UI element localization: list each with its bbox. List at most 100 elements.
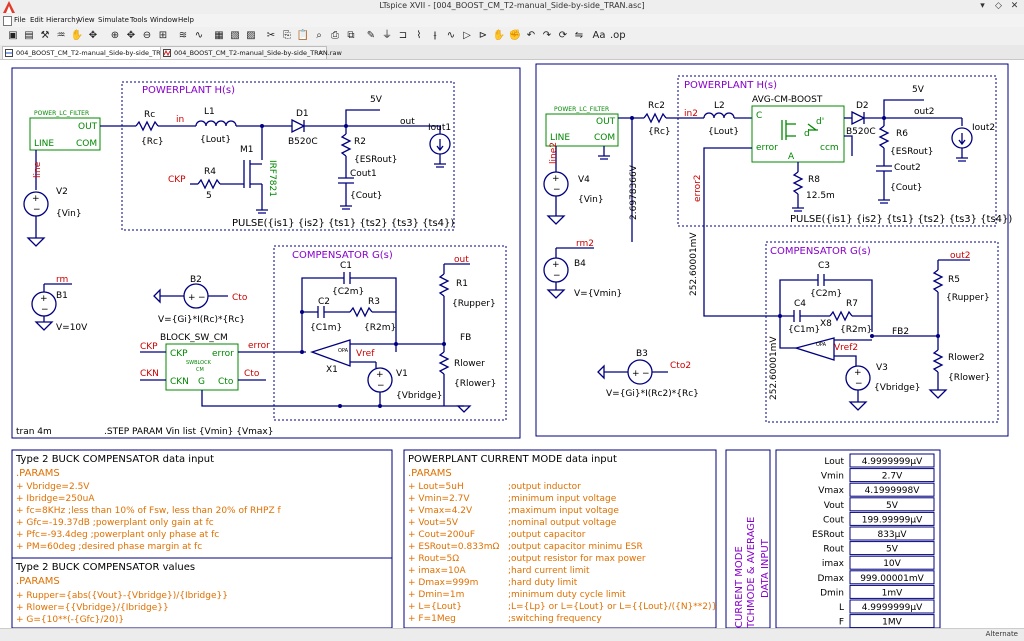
print-preview-icon[interactable]: ⧉ [347,30,355,41]
waveform-icon[interactable]: ∿ [194,30,204,41]
maximize-button[interactable]: ◇ [995,1,1002,11]
left-vref-label: Vref [356,349,375,359]
inductor-icon[interactable]: ∿ [446,30,456,41]
left-block-error: error [212,349,234,359]
spice-directive-icon[interactable]: .op [610,30,626,41]
tile-icon[interactable]: ▦ [214,30,224,41]
save-icon[interactable]: ▤ [24,30,34,41]
left-rlower-resistor[interactable] [438,351,450,375]
right-vref2-label: Vref2 [834,343,858,353]
right-cout2-capacitor[interactable] [876,165,892,172]
right-rlower2-value: {Rlower} [948,373,990,383]
label-net-icon[interactable]: ⊐ [398,30,408,41]
zoom-fit-icon[interactable]: ⊞ [158,30,168,41]
right-r8-label: R8 [808,175,820,185]
right-r7-resistor[interactable] [829,310,853,322]
right-r5-value: {Rupper} [946,293,990,303]
right-opa-label: OPA [816,342,827,348]
schematic-canvas[interactable]: .w{stroke:#000080;stroke-width:1.3;fill:… [0,60,1024,629]
component-icon[interactable]: ⊳ [478,30,488,41]
control-panel-icon[interactable]: ⚒ [40,30,50,41]
mirror-icon[interactable]: ⇋ [574,30,584,41]
tab-schematic[interactable]: 004_BOOST_CM_T2-manual_Side-by-side_TRAN… [2,46,183,59]
menu-window[interactable]: Window [150,16,178,24]
open-icon[interactable]: ▣ [8,30,18,41]
right-opamp-x8[interactable] [793,337,835,361]
right-filter-block[interactable] [545,113,619,147]
document-icon[interactable] [3,16,12,26]
ground-icon[interactable]: ⏚ [382,30,392,41]
left-mosfet-m1[interactable] [243,160,263,210]
panel-comp-input-params: .PARAMS [16,468,60,479]
menu-hierarchy[interactable]: Hierarchy [46,16,80,24]
left-c1-capacitor[interactable] [343,272,351,284]
run-icon[interactable]: ♒ [56,30,66,41]
rotate-icon[interactable]: ⟳ [558,30,568,41]
left-r4-resistor[interactable] [197,178,221,190]
print-icon[interactable]: ⎙ [331,30,339,41]
right-r6-resistor[interactable] [878,125,890,149]
value-table-value: 4.1999998V [865,486,921,496]
left-b2-label: B2 [190,275,202,285]
menu-bar: File Edit Hierarchy View Simulate Tools … [0,14,1024,27]
copy-icon[interactable]: ⎘ [283,30,291,41]
left-net-ckp-gate: CKP [168,175,186,185]
cut-icon[interactable]: ✂ [266,30,276,41]
redo-icon[interactable]: ↷ [542,30,552,41]
right-c3-capacitor[interactable] [817,274,825,286]
move-icon[interactable]: ✋ [492,30,506,41]
right-avg-cm-boost-block[interactable] [751,105,845,163]
drag-icon[interactable]: ✊ [508,30,522,41]
halt-icon[interactable]: ✋ [70,30,84,41]
find-icon[interactable]: ⌕ [316,30,322,41]
value-table-value: 4.9999999μV [862,603,923,613]
diode-icon[interactable]: ▷ [463,30,471,41]
menu-edit[interactable]: Edit [30,16,44,24]
zoom-in-icon[interactable]: ⊕ [110,30,120,41]
minimize-button[interactable]: ▾ [980,1,985,11]
text-icon[interactable]: Aa [592,30,606,41]
left-c2-capacitor[interactable] [317,306,325,318]
right-inductor-l2[interactable] [703,112,735,119]
right-c4-capacitor[interactable] [793,310,801,322]
draw-wire-icon[interactable]: ✎ [366,30,376,41]
menu-view[interactable]: View [78,16,95,24]
capacitor-icon[interactable]: ⫲ [433,30,437,41]
close-tab-icon[interactable]: × [318,49,324,57]
left-r2-resistor[interactable] [340,133,352,157]
cascade-icon[interactable]: ▧ [230,30,240,41]
zoom-pan-icon[interactable]: ✥ [126,30,136,41]
menu-file[interactable]: File [14,16,26,24]
left-r1-label: R1 [456,279,468,289]
undo-icon[interactable]: ↶ [526,30,536,41]
svg-text:+: + [552,174,560,184]
resistor-icon[interactable]: ⌇ [416,30,422,41]
left-diode-d1[interactable] [291,118,306,134]
svg-text:+: + [376,370,384,380]
menu-help[interactable]: Help [178,16,194,24]
close-button[interactable]: ✕ [1010,1,1019,11]
schematic-drawing[interactable]: .w{stroke:#000080;stroke-width:1.3;fill:… [0,60,1024,629]
left-opamp-x1[interactable] [309,339,351,367]
left-filter-block[interactable] [29,117,101,151]
left-5v-label: 5V [370,95,383,105]
zoom-out-icon[interactable]: ⊖ [142,30,152,41]
menu-simulate[interactable]: Simulate [98,16,129,24]
paste-icon[interactable]: 📋 [296,30,310,41]
right-rc2-resistor[interactable] [643,112,667,124]
close-all-icon[interactable]: ▨ [246,30,256,41]
right-r5-resistor[interactable] [932,269,944,293]
right-diode-d2[interactable] [851,110,866,126]
right-r8-resistor[interactable] [792,171,804,195]
left-rc-resistor[interactable] [135,120,159,132]
left-r1-resistor[interactable] [438,273,450,297]
tab-waveform[interactable]: 004_BOOST_CM_T2-manual_Side-by-side_TRAN… [160,46,342,59]
left-inductor-l1[interactable] [195,120,237,127]
autorange-icon[interactable]: ≋ [178,30,188,41]
left-r3-resistor[interactable] [349,306,373,318]
right-rlower2-resistor[interactable] [932,349,944,373]
pan-icon[interactable]: ✥ [88,30,98,41]
menu-tools[interactable]: Tools [130,16,148,24]
left-pulse-text: PULSE({is1} {is2} {ts1} {ts2} {ts3} {ts4… [232,218,454,229]
right-c3-value: {C2m} [810,289,842,299]
